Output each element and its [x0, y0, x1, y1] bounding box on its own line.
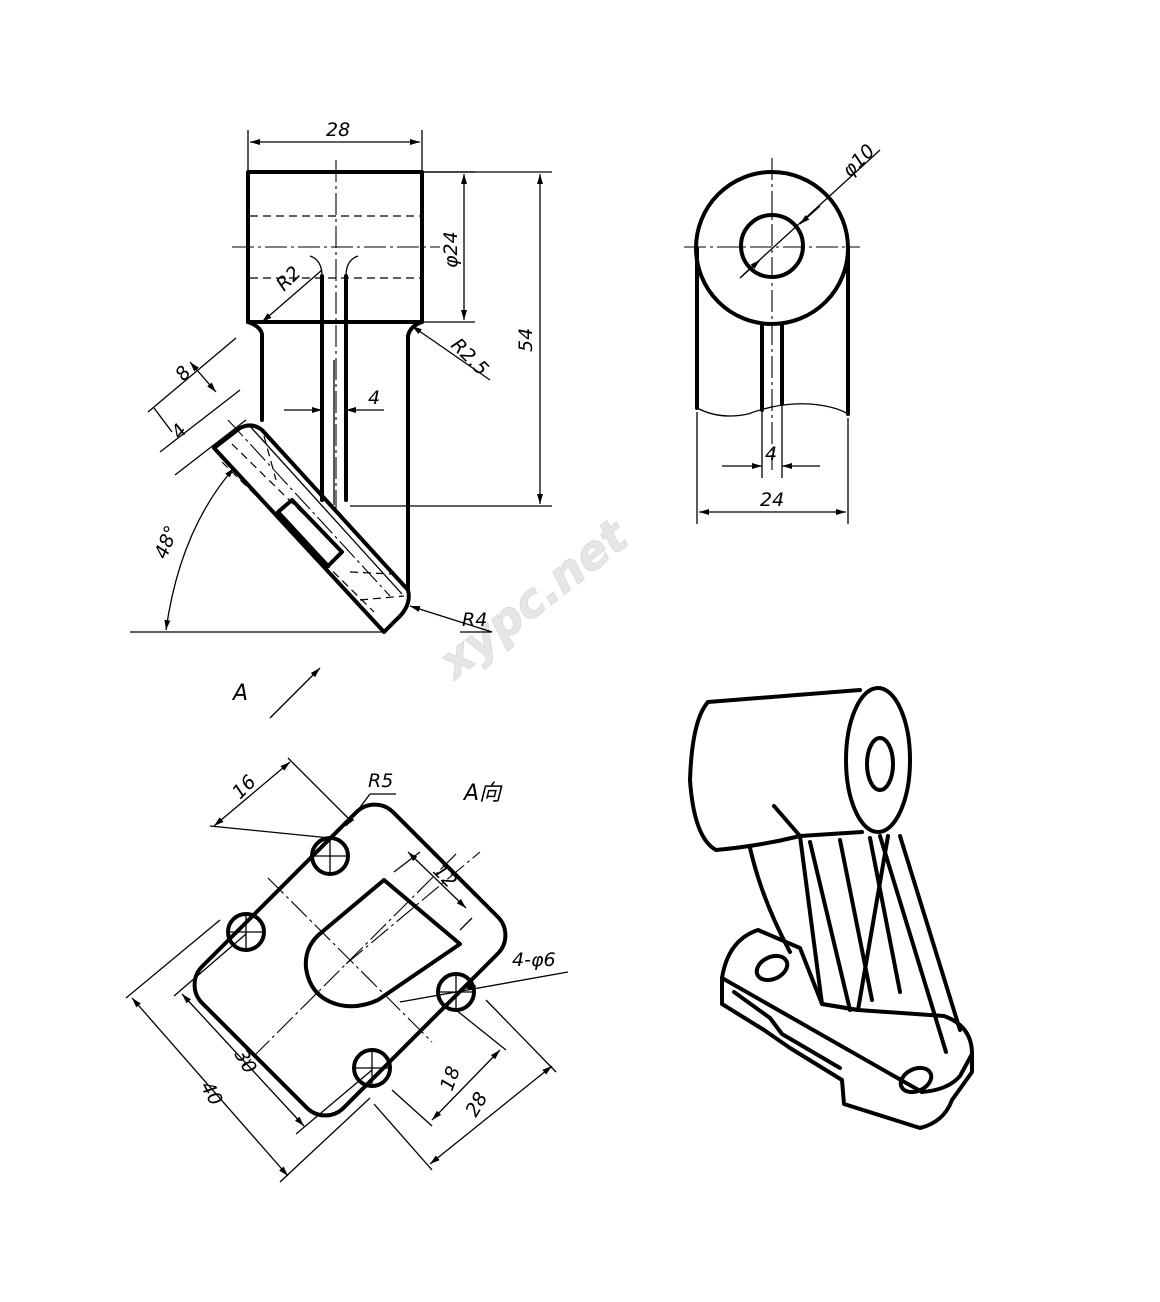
front-rib-fillet-left: [309, 255, 323, 277]
dim-12-ext-2: [459, 917, 473, 931]
dim-28a-line: [429, 1065, 553, 1165]
front-rib-fillet-right: [345, 255, 359, 277]
dim-28a-ext-1: [373, 1103, 433, 1171]
dim-8-line: [189, 361, 217, 393]
dim-28-label: 28: [326, 119, 350, 141]
dim-18-ext-1: [391, 1089, 433, 1127]
iso-plate-hole-left: [754, 953, 790, 983]
a-view-title: A向: [462, 781, 503, 806]
dim-8-ext-2: [159, 389, 241, 453]
front-stem-right: [406, 320, 424, 590]
iso-rib-line-1: [808, 840, 852, 1012]
dim-holes-leader: [399, 971, 569, 1003]
side-break-line: [696, 403, 849, 417]
dim-18-label: 18: [436, 1063, 465, 1093]
front-flange-centerline: [227, 419, 391, 597]
dim-12-line: [407, 851, 467, 909]
dim-12-ext-1: [393, 851, 421, 873]
dim-54-label: 54: [515, 328, 537, 352]
dim-48-arc: [164, 467, 235, 631]
dim-8-label: 8: [171, 362, 196, 385]
a-rib-slot: [303, 878, 462, 1009]
dim-phi10-leader: [741, 149, 881, 277]
dim-30-ext-1: [173, 933, 247, 997]
dim-side4-label: 4: [765, 443, 777, 465]
dim-16-ext-2: [287, 757, 351, 821]
iso-rib-line-3: [868, 836, 902, 994]
view-a-label: A: [231, 681, 248, 706]
dim-r4-label: R4: [462, 609, 487, 631]
dim-r5-label: R5: [368, 770, 393, 792]
dim-12-label: 12: [428, 860, 461, 893]
dim-48-label: 48°: [150, 522, 183, 561]
dim-4-label: 4: [167, 420, 192, 443]
iso-plate-hole-right: [898, 1065, 934, 1095]
dim-phi24-label: φ24: [440, 231, 462, 268]
dim-r25-leader: [411, 325, 491, 381]
dim-4-ext: [174, 419, 247, 476]
front-flange-hidden-2: [231, 443, 331, 541]
iso-plate-inner: [732, 990, 842, 1070]
iso-rib-line-2: [838, 838, 874, 1002]
iso-plate-front: [720, 976, 974, 1130]
dim-40-label: 40: [196, 1078, 227, 1110]
front-stem-left: [246, 320, 264, 422]
dim-40-ext-1: [125, 919, 221, 999]
dim-r2-leader: [261, 269, 323, 323]
dim-28a-label: 28: [461, 1089, 492, 1121]
dim-phi10-arrow1: [739, 259, 761, 279]
front-flange-outline: [212, 423, 411, 634]
iso-plate-edge: [720, 976, 924, 1094]
iso-cylinder-end: [844, 686, 912, 834]
dim-28a-ext-2: [485, 999, 557, 1073]
dim-phi10-label: φ10: [838, 140, 880, 182]
view-a-indicator: A: [231, 667, 321, 719]
dim-30-ext-2: [295, 1069, 373, 1135]
watermark: xypc.net: [427, 507, 639, 689]
front-slot-outline: [276, 498, 344, 568]
dim-16-ext-1: [209, 825, 331, 839]
dim-rib4-label: 4: [368, 387, 380, 409]
dim-18-ext-2: [455, 1009, 507, 1051]
iso-cylinder-hole: [865, 736, 895, 792]
dim-40-line: [131, 997, 289, 1177]
dim-phi10-arrow2: [799, 205, 821, 225]
isometric-view: [688, 686, 974, 1130]
dim-r5-leader: [345, 793, 371, 827]
dim-24-label: 24: [760, 489, 784, 511]
a-direction-view: A向 16 R5: [125, 757, 569, 1183]
iso-plate-top: [720, 928, 974, 1094]
dim-holes-label: 4-φ6: [512, 949, 556, 971]
side-view: φ10 4 24: [684, 140, 881, 524]
dim-r25-label: R2.5: [446, 334, 492, 380]
view-a-arrow: [269, 667, 321, 719]
dim-holes-arrow: [461, 983, 477, 990]
front-flange-hidden-3: [263, 435, 277, 481]
dim-4-line: [153, 407, 173, 433]
front-flange-hidden-5: [359, 595, 405, 601]
front-view: 28 φ24 54 R2 R2.5 4 8 4 48° R4: [130, 119, 552, 634]
iso-cylinder-body: [688, 700, 864, 852]
iso-column-right-2: [898, 834, 962, 1032]
front-flange-hidden-1: [221, 461, 375, 613]
dim-16-line: [213, 761, 291, 827]
dim-r4-leader: [409, 605, 493, 633]
dim-16-label: 16: [228, 771, 261, 804]
dim-40-ext-2: [279, 1097, 371, 1183]
dim-r2-label: R2: [272, 262, 305, 295]
iso-cylinder-top: [706, 688, 862, 704]
front-flange-inner-edge: [247, 423, 403, 595]
a-rib-centerline: [345, 851, 481, 965]
front-flange-hidden-4: [349, 571, 393, 575]
